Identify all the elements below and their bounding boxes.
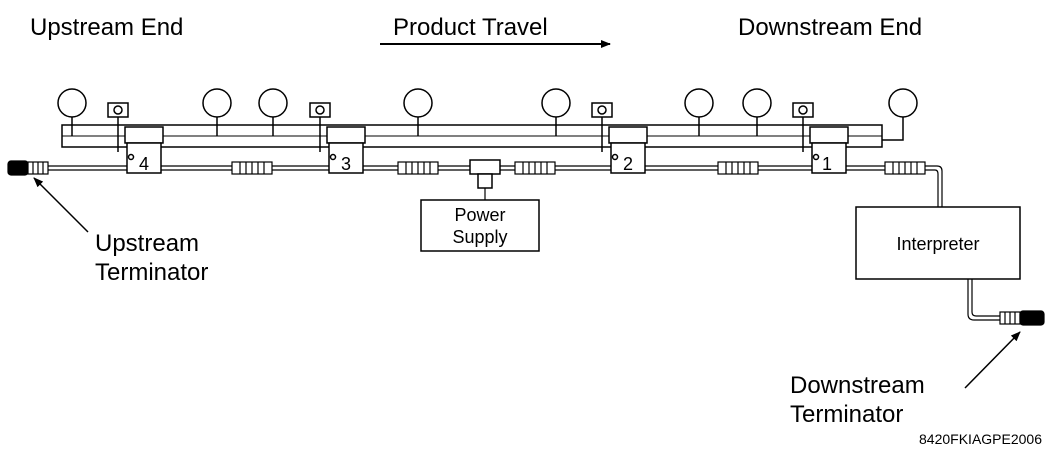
- upstream-terminator-leader: [33, 177, 89, 233]
- roller: [541, 88, 571, 136]
- upstream-end-heading: Upstream End: [30, 14, 183, 41]
- zone-module-group: 4 3 2 1: [124, 126, 849, 174]
- zone-module: 3: [326, 126, 366, 174]
- product-travel-heading: Product Travel: [393, 14, 548, 41]
- upstream-terminator-label-line1: Upstream: [95, 230, 199, 257]
- photo-eye-sensor: [309, 102, 331, 152]
- photo-eye-sensor: [107, 102, 129, 152]
- zone-number: 4: [139, 154, 149, 174]
- interpreter-box: [855, 206, 1021, 280]
- roller: [684, 88, 714, 136]
- figure-code: 8420FKIAGPE2006: [919, 431, 1042, 447]
- cable-connector: [231, 161, 273, 175]
- zone-number: 2: [623, 154, 633, 174]
- power-supply-box: [420, 199, 540, 252]
- cable-connector: [514, 161, 556, 175]
- photo-eye-sensor: [591, 102, 613, 152]
- upstream-terminator-label-line2: Terminator: [95, 259, 208, 286]
- zone-module: 4: [124, 126, 164, 174]
- photo-eye-sensor: [792, 102, 814, 152]
- photo-eye-group: [107, 102, 814, 152]
- roller: [403, 88, 433, 136]
- roller-group: [57, 88, 918, 141]
- interpreter-label: Interpreter: [896, 234, 979, 254]
- roller: [57, 88, 87, 136]
- downstream-terminator-leader: [964, 331, 1021, 389]
- power-tee: [469, 159, 501, 200]
- roller: [202, 88, 232, 136]
- cable-connector: [397, 161, 439, 175]
- power-supply-label-line1: Power: [454, 205, 505, 225]
- downstream-terminator-label-line1: Downstream: [790, 372, 925, 399]
- zone-number: 1: [822, 154, 832, 174]
- downstream-end-heading: Downstream End: [738, 14, 922, 41]
- cable-connector-group: [231, 161, 926, 175]
- zone-module: 1: [809, 126, 849, 174]
- cable-connector: [717, 161, 759, 175]
- cable-connector: [884, 161, 926, 175]
- roller: [882, 88, 918, 141]
- roller: [742, 88, 772, 136]
- power-supply-label-line2: Supply: [452, 227, 507, 247]
- upstream-terminator-plug: [7, 160, 49, 176]
- downstream-terminator-label-line2: Terminator: [790, 401, 903, 428]
- roller: [258, 88, 288, 136]
- zone-module: 2: [608, 126, 648, 174]
- downstream-terminator-plug: [999, 310, 1045, 326]
- zone-number: 3: [341, 154, 351, 174]
